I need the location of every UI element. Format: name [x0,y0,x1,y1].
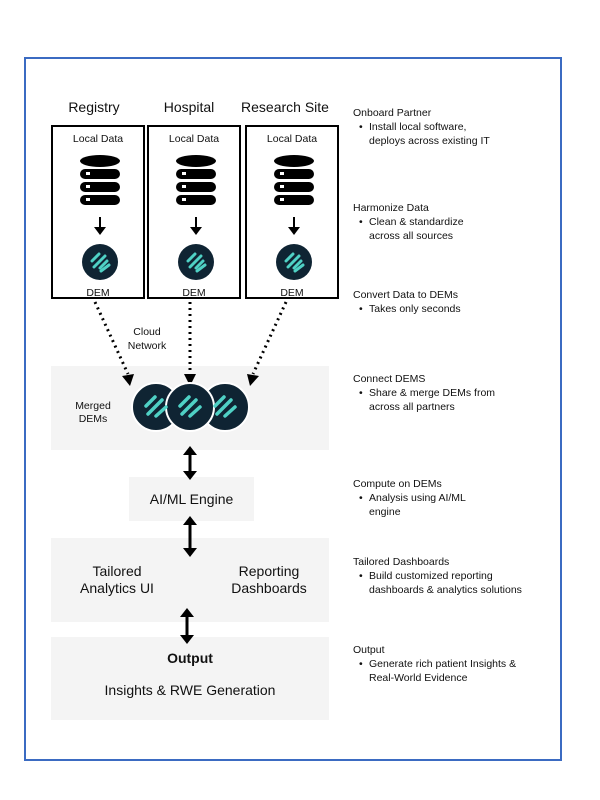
step-title: Connect DEMS [353,373,426,385]
local-data-label: Local Data [72,133,124,145]
step-compute-on-dems: Compute on DEMs Analysis using AI/ML eng… [353,477,466,519]
step-tailored-dashboards: Tailored Dashboards Build customized rep… [353,555,522,597]
ai-ml-engine-label: AI/ML Engine [149,491,234,507]
arrow-down-icon [190,217,202,235]
cloud-network-label: Cloud Network [127,326,167,352]
step-title: Tailored Dashboards [353,556,450,568]
local-data-label: Local Data [168,133,220,145]
dotted-arrow-registry [93,301,130,375]
database-icon [80,155,120,205]
step-title: Compute on DEMs [353,478,442,490]
dem-icon [82,244,118,280]
dotted-arrow-research [251,301,288,375]
step-title: Harmonize Data [353,202,429,214]
merged-dem-icon [131,382,250,432]
dem-icon [276,244,312,280]
step-bullet: Clean & standardize across all sources [353,215,464,243]
merged-dems-label: Merged DEMs [75,400,111,425]
step-convert-data: Convert Data to DEMs Takes only seconds [353,288,461,316]
step-title: Convert Data to DEMs [353,289,459,301]
dem-label: DEM [182,287,206,299]
dem-label: DEM [86,287,110,299]
output-title: Output [167,650,213,666]
site-title-hospital: Hospital [163,99,215,115]
ai-ml-engine-panel [129,477,254,521]
arrow-down-icon [94,217,106,235]
arrowhead-research [247,374,259,386]
local-data-label: Local Data [266,133,318,145]
dem-label: DEM [280,287,304,299]
site-box-registry: Local Data DEM [51,125,145,299]
dem-icon [178,244,214,280]
tailored-analytics-ui-label: Tailored Analytics UI [80,563,154,596]
arrowhead-hospital [184,374,196,386]
site-box-research-site: Local Data DEM [245,125,339,299]
step-bullet: Generate rich patient Insights & Real-Wo… [353,657,516,685]
arrowhead-registry [122,374,134,386]
output-label: Insights & RWE Generation [104,682,276,698]
step-bullet: Install local software, deploys across e… [353,120,490,148]
site-title-research-site: Research Site [241,99,329,115]
diagram-frame [24,57,562,761]
site-title-registry: Registry [68,99,120,115]
step-onboard-partner: Onboard Partner Install local software, … [353,106,490,148]
step-title: Onboard Partner [353,107,432,119]
step-bullet: Build customized reporting dashboards & … [353,569,522,597]
step-bullet: Takes only seconds [353,302,461,316]
step-connect-dems: Connect DEMS Share & merge DEMs from acr… [353,372,495,414]
arrow-down-icon [288,217,300,235]
database-icon [176,155,216,205]
step-harmonize-data: Harmonize Data Clean & standardize acros… [353,201,464,243]
step-bullet: Share & merge DEMs from across all partn… [353,386,495,414]
reporting-dashboards-label: Reporting Dashboards [231,563,307,596]
step-title: Output [353,644,385,656]
output-panel [51,637,329,720]
step-bullet: Analysis using AI/ML engine [353,491,466,519]
site-box-hospital: Local Data DEM [147,125,241,299]
step-output: Output Generate rich patient Insights & … [353,643,516,685]
database-icon [274,155,314,205]
